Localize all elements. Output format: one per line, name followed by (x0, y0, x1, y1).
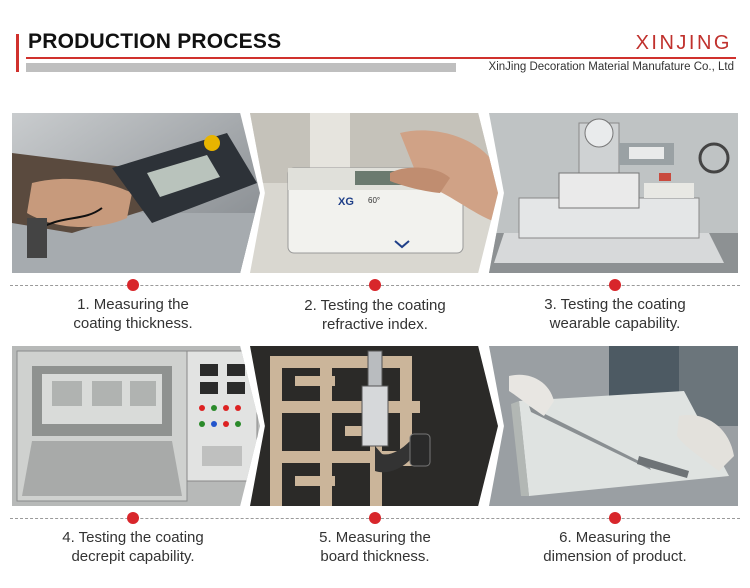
step-6-photo (489, 346, 738, 506)
svg-text:60°: 60° (368, 196, 380, 205)
step-1-caption-line1: 1. Measuring the (77, 296, 189, 313)
step-4-marker-dot (127, 512, 139, 524)
step-3-caption: 3. Testing the coating wearable capabili… (495, 295, 735, 333)
step-1-marker-dot (127, 279, 139, 291)
page-title: PRODUCTION PROCESS (28, 30, 282, 53)
title-accent-bar (16, 34, 19, 72)
page-header: PRODUCTION PROCESS XINJING XinJing Decor… (0, 0, 750, 80)
micrometer-photo-icon (250, 346, 498, 506)
step-1-caption: 1. Measuring the coating thickness. (13, 295, 253, 333)
step-2-caption-line2: refractive index. (322, 316, 428, 333)
company-name: XinJing Decoration Material Manufature C… (488, 61, 734, 73)
step-5-caption-line2: board thickness. (320, 548, 430, 565)
step-3-caption-line1: 3. Testing the coating (544, 296, 686, 313)
step-5-photo (250, 346, 498, 506)
step-2-caption-line1: 2. Testing the coating (304, 297, 446, 314)
caliper-photo-icon (489, 346, 738, 506)
svg-text:XG: XG (338, 196, 354, 208)
step-1-caption-line2: coating thickness. (73, 315, 193, 332)
thickness-gauge-photo-icon (12, 113, 260, 273)
gloss-meter-photo-icon: XG 60° (250, 113, 498, 273)
header-divider (26, 57, 736, 59)
step-4-caption-line2: decrepit capability. (71, 548, 195, 565)
step-4-photo (12, 346, 260, 506)
step-2-photo: XG 60° (250, 113, 498, 273)
step-3-caption-line2: wearable capability. (549, 315, 681, 332)
aging-chamber-photo-icon (12, 346, 260, 506)
brand-logo-text: XINJING (635, 32, 732, 54)
step-3-photo (489, 113, 738, 273)
step-4-caption-line1: 4. Testing the coating (62, 529, 204, 546)
step-2-caption: 2. Testing the coating refractive index. (255, 296, 495, 334)
step-6-marker-dot (609, 512, 621, 524)
step-1-photo (12, 113, 260, 273)
header-gray-bar (26, 63, 456, 72)
step-3-marker-dot (609, 279, 621, 291)
step-5-caption: 5. Measuring the board thickness. (255, 528, 495, 566)
abrasion-tester-photo-icon (489, 113, 738, 273)
step-6-caption-line1: 6. Measuring the (559, 529, 671, 546)
step-4-caption: 4. Testing the coating decrepit capabili… (13, 528, 253, 566)
step-5-caption-line1: 5. Measuring the (319, 529, 431, 546)
step-6-caption-line2: dimension of product. (543, 548, 687, 565)
step-6-caption: 6. Measuring the dimension of product. (495, 528, 735, 566)
step-5-marker-dot (369, 512, 381, 524)
step-2-marker-dot (369, 279, 381, 291)
